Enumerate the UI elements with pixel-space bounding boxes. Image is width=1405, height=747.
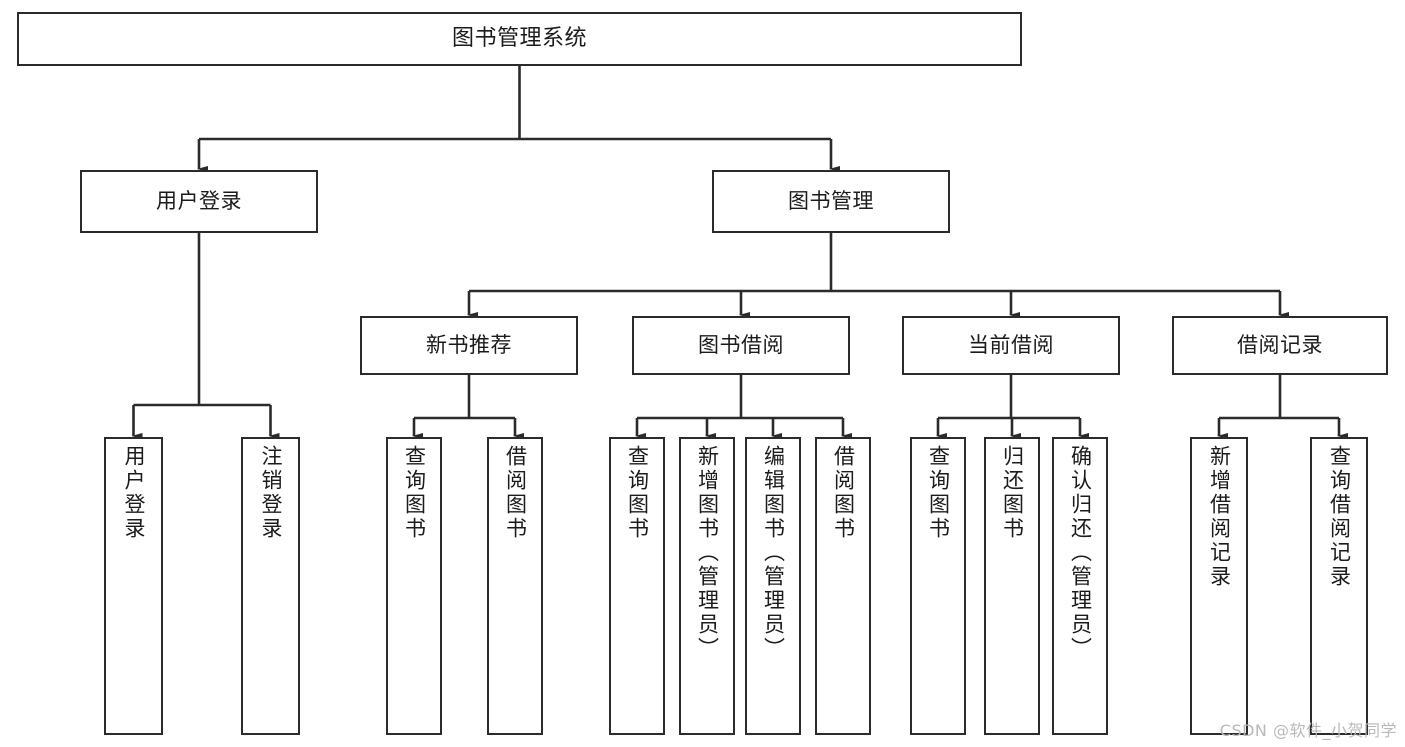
node-current-borrow-label: 当前借阅	[968, 333, 1054, 358]
node-leaf-return-book-label: 归还图书	[1000, 445, 1025, 541]
node-leaf-add-book-admin[interactable]: 新增图书（管理员）	[679, 437, 735, 735]
node-leaf-query-book-cur[interactable]: 查询图书	[910, 437, 966, 735]
node-leaf-confirm-return-label: 确认归还（管理员）	[1068, 445, 1093, 661]
node-borrow-record[interactable]: 借阅记录	[1172, 316, 1388, 375]
node-leaf-user-logout-label: 注销登录	[259, 445, 283, 541]
node-leaf-query-book-rec[interactable]: 查询图书	[386, 437, 442, 735]
node-root[interactable]: 图书管理系统	[17, 12, 1022, 66]
node-leaf-borrow-book-label: 借阅图书	[831, 445, 856, 541]
csdn-watermark: CSDN @软件_小贺同学	[1219, 721, 1397, 740]
node-leaf-query-book-cur-label: 查询图书	[926, 445, 951, 541]
node-book-manage-label: 图书管理	[788, 189, 874, 214]
node-leaf-edit-book-admin-label: 编辑图书（管理员）	[761, 445, 786, 661]
node-current-borrow[interactable]: 当前借阅	[902, 316, 1120, 375]
node-new-book-rec[interactable]: 新书推荐	[360, 316, 578, 375]
node-book-borrow-label: 图书借阅	[698, 333, 784, 358]
node-leaf-query-record-label: 查询借阅记录	[1327, 445, 1352, 589]
node-user-login-label: 用户登录	[156, 189, 242, 214]
node-book-manage[interactable]: 图书管理	[712, 170, 950, 233]
node-leaf-query-book-rec-label: 查询图书	[402, 445, 427, 541]
node-leaf-user-logout[interactable]: 注销登录	[241, 437, 300, 735]
node-leaf-add-book-admin-label: 新增图书（管理员）	[695, 445, 720, 661]
node-new-book-rec-label: 新书推荐	[426, 333, 512, 358]
node-leaf-borrow-book[interactable]: 借阅图书	[815, 437, 871, 735]
node-leaf-borrow-book-rec[interactable]: 借阅图书	[487, 437, 543, 735]
node-leaf-return-book[interactable]: 归还图书	[984, 437, 1040, 735]
node-book-borrow[interactable]: 图书借阅	[632, 316, 850, 375]
node-leaf-query-record[interactable]: 查询借阅记录	[1310, 437, 1368, 735]
node-leaf-edit-book-admin[interactable]: 编辑图书（管理员）	[745, 437, 801, 735]
node-leaf-user-login[interactable]: 用户登录	[104, 437, 163, 735]
node-root-label: 图书管理系统	[451, 26, 587, 52]
node-leaf-add-record[interactable]: 新增借阅记录	[1190, 437, 1248, 735]
node-leaf-query-book-label: 查询图书	[625, 445, 650, 541]
node-leaf-query-book[interactable]: 查询图书	[609, 437, 665, 735]
node-leaf-user-login-label: 用户登录	[122, 445, 146, 541]
node-leaf-confirm-return[interactable]: 确认归还（管理员）	[1052, 437, 1108, 735]
node-user-login[interactable]: 用户登录	[80, 170, 318, 233]
node-leaf-add-record-label: 新增借阅记录	[1207, 445, 1232, 589]
node-borrow-record-label: 借阅记录	[1237, 333, 1323, 358]
node-leaf-borrow-book-rec-label: 借阅图书	[503, 445, 528, 541]
